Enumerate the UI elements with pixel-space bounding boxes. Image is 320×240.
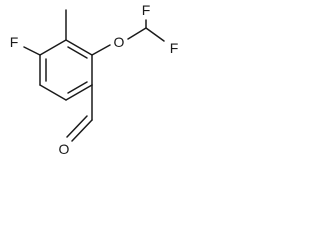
atom-oxygen-aldehyde: O bbox=[59, 141, 70, 157]
ring-bond-c2-c3-inner bbox=[67, 46, 88, 59]
atom-oxygen-ether: O bbox=[114, 34, 125, 50]
atom-fluorine-ring: F bbox=[10, 34, 19, 50]
benzene-ring bbox=[39, 39, 93, 101]
ring-bond-c2-c3 bbox=[65, 39, 93, 56]
bond-aldehyde-double-b bbox=[66, 115, 88, 138]
molecule-structure-diagram: F F F O O bbox=[10, 2, 179, 157]
bond-ring-fluorine bbox=[23, 46, 41, 56]
atom-fluorine-lower: F bbox=[170, 40, 179, 56]
ring-bond-c4-c5-inner bbox=[67, 81, 88, 94]
bond-ch-fluorine-right bbox=[145, 27, 165, 42]
bond-ring-ether-oxygen bbox=[91, 44, 111, 56]
ring-bond-c1-c2 bbox=[39, 39, 67, 56]
atom-fluorine-upper: F bbox=[142, 2, 151, 18]
bond-aldehyde-double-a bbox=[71, 119, 93, 142]
bond-oxygen-ch bbox=[127, 27, 147, 40]
ring-bond-c5-c6 bbox=[39, 84, 67, 101]
ring-bond-c4-c5 bbox=[65, 84, 93, 101]
